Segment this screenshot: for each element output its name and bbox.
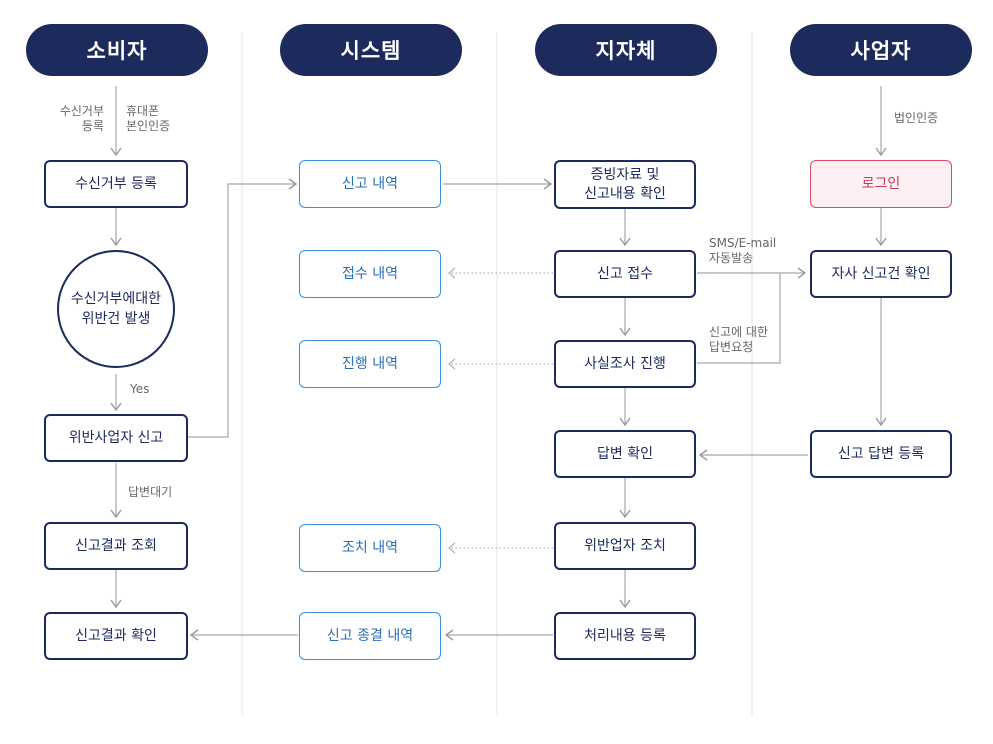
node-action-history: 조치 내역 [299,524,441,572]
note-sms-email-auto: SMS/E-mail 자동발송 [709,236,777,265]
note-awaiting-answer: 답변대기 [128,485,173,499]
node-report-receive: 신고 접수 [554,250,696,298]
node-opt-out-register: 수신거부 등록 [44,160,188,208]
node-result-lookup: 신고결과 조회 [44,522,188,570]
node-result-confirm: 신고결과 확인 [44,612,188,660]
node-result-register: 처리내용 등록 [554,612,696,660]
node-close-history: 신고 종결 내역 [299,612,441,660]
node-investigation: 사실조사 진행 [554,340,696,388]
node-violation-occurred: 수신거부에대한 위반건 발생 [57,250,175,368]
arrow-report-to-system [188,178,298,438]
note-answer-request: 신고에 대한 답변요청 [709,325,769,354]
node-login: 로그인 [810,160,952,208]
arrow-investigate-to-business [697,273,781,364]
note-phone-auth: 휴대폰 본인인증 [126,104,171,133]
node-receipt-history: 접수 내역 [299,250,441,298]
header-local-government: 지자체 [535,24,717,76]
node-answer-check: 답변 확인 [554,430,696,478]
note-opt-out-register: 수신거부 등록 [59,104,104,133]
node-company-report-check: 자사 신고건 확인 [810,250,952,298]
node-report-history: 신고 내역 [299,160,441,208]
node-evidence-check: 증빙자료 및 신고내용 확인 [554,160,696,209]
header-consumer: 소비자 [26,24,208,76]
node-report-violator: 위반사업자 신고 [44,414,188,462]
header-business: 사업자 [790,24,972,76]
node-violator-action: 위반업자 조치 [554,522,696,570]
node-answer-register: 신고 답변 등록 [810,430,952,478]
node-progress-history: 진행 내역 [299,340,441,388]
header-system: 시스템 [280,24,462,76]
note-corporate-cert: 법인인증 [894,111,939,125]
note-yes: Yes [130,382,150,396]
